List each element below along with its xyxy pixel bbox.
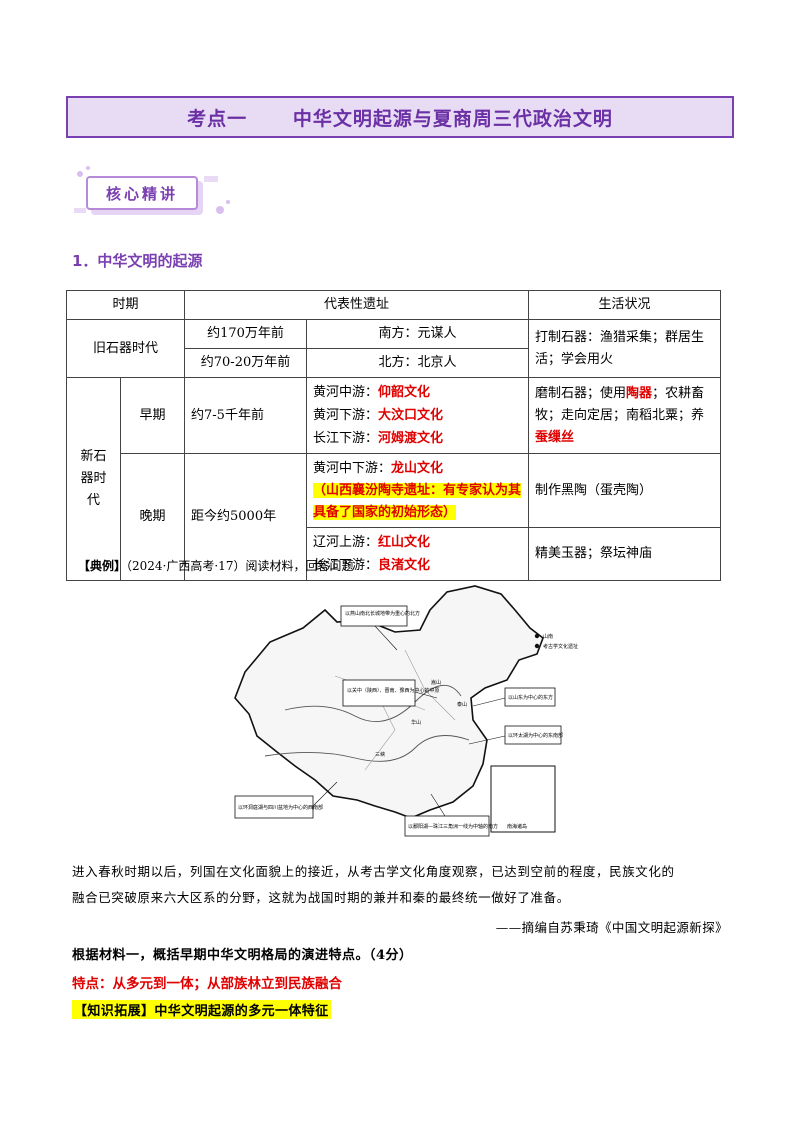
knowledge-extension: 【知识拓展】中华文明起源的多元一体特征 <box>72 1000 331 1019</box>
paleo-label: 旧石器时代 <box>65 319 186 378</box>
paleo-time1: 约170万年前 <box>184 319 308 349</box>
section-heading: 1．中华文明的起源 <box>72 252 203 270</box>
material-source: ——摘编自苏秉琦《中国文明起源新探》 <box>495 920 728 935</box>
topic-title: 考点一 中华文明起源与夏商周三代政治文明 <box>187 107 613 130</box>
map-box-southeast: 以环太湖为中心的东南部 <box>508 732 563 739</box>
header-period: 时期 <box>65 290 186 320</box>
legend-mountain: 山南 <box>543 633 553 640</box>
china-culture-map: 南海诸岛 山南 考古学文化遗址 以燕山南北长城地带为重心的北方 以关中（陕西）、… <box>234 585 578 837</box>
hemudu-culture: 河姆渡文化 <box>378 431 444 446</box>
island-label: 南海诸岛 <box>507 823 527 830</box>
header-life: 生活状况 <box>528 290 722 320</box>
river-yellow <box>284 685 462 723</box>
longshan-culture: 龙山文化 <box>391 461 444 476</box>
map-box-south: 以鄱阳湖—珠江三角洲一线为中轴的南方 <box>408 823 498 830</box>
badge-label: 核心精讲 <box>105 184 178 203</box>
badge-box: 核心精讲 <box>86 176 198 210</box>
paleo-site1: 南方：元谋人 <box>306 319 530 349</box>
yangshao-culture: 仰韶文化 <box>378 385 431 400</box>
river-yangtze <box>264 735 470 762</box>
question-text: 根据材料一，概括早期中华文明格局的演进特点。（4分） <box>72 948 413 963</box>
label-sanjiang: 三峡 <box>375 751 385 758</box>
legend-site: 考古学文化遗址 <box>543 643 578 650</box>
dawenkou-culture: 大汶口文化 <box>378 408 444 423</box>
label-songshan: 嵩山 <box>431 679 441 686</box>
neo-label: 新石器时代 <box>66 377 121 581</box>
taosi-note: （山西襄汾陶寺遗址：有专家认为其具备了国家的初始形态） <box>313 483 522 520</box>
site-line: 辽河上游：红山文化 <box>313 535 431 550</box>
table-row: 晚期 距今约5000年 黄河中下游：龙山文化 （山西襄汾陶寺遗址：有专家认为其具… <box>67 453 722 581</box>
neo-early-sites: 黄河中游：仰韶文化 黄河下游：大汶口文化 长江下游：河姆渡文化 <box>306 377 530 454</box>
neo-late-sites-b: 辽河上游：红山文化 长江下游：良渚文化 <box>306 527 530 581</box>
table-row: 辽河上游：红山文化 长江下游：良渚文化 精美玉器；祭坛神庙 <box>67 527 722 581</box>
example-text: （2024·广西高考·17）阅读材料，回答问题 <box>126 559 354 573</box>
paleo-site2: 北方：北京人 <box>306 348 530 378</box>
site-line: 长江下游：良渚文化 <box>313 558 431 573</box>
neo-late-life1: 制作黑陶（蛋壳陶） <box>528 453 722 528</box>
core-badge: 核心精讲 <box>70 162 232 220</box>
site-line: 黄河中下游：龙山文化 <box>313 461 444 476</box>
example-tag: 【典例】 <box>78 559 127 573</box>
neo-late-label: 晚期 <box>119 453 186 581</box>
map-box-east: 以山东为中心的东方 <box>508 694 553 701</box>
site-line: 黄河中游：仰韶文化 <box>313 385 431 400</box>
liangzhu-culture: 良渚文化 <box>378 558 431 573</box>
map-box-north: 以燕山南北长城地带为重心的北方 <box>345 610 420 617</box>
answer-text: 特点：从多元到一体；从部族林立到民族融合 <box>72 976 342 992</box>
map-pointer-lines <box>312 625 506 817</box>
material-line-2: 融合已突破原来六大区系的分野，这就为战国时期的兼并和秦的最终统一做好了准备。 <box>72 890 570 905</box>
origin-table: 时期 代表性遗址 生活状况 旧石器时代 约170万年前 南方：元谋人 打制石器：… <box>65 290 722 581</box>
badge-decoration <box>74 166 230 214</box>
table-row: 约70-20万年前 北方：北京人 <box>67 348 721 378</box>
topic-banner: 考点一 中华文明起源与夏商周三代政治文明 <box>66 96 734 138</box>
header-sites: 代表性遗址 <box>184 290 530 320</box>
neo-early-label: 早期 <box>119 377 186 454</box>
neo-late-time: 距今约5000年 <box>184 453 308 581</box>
map-box-central: 以关中（陕西）、晋南、豫西为中心的中原 <box>347 687 440 694</box>
label-huashan: 华山 <box>411 719 421 726</box>
neo-late-life2: 精美玉器；祭坛神庙 <box>528 527 722 581</box>
material-line-1: 进入春秋时期以后，列国在文化面貌上的接近，从考古学文化角度观察，已达到空前的程度… <box>72 864 675 879</box>
label-taishan: 泰山 <box>457 701 467 708</box>
example-line: 【典例】（2024·广西高考·17）阅读材料，回答问题 <box>78 557 353 574</box>
neo-early-life: 磨制石器；使用陶器；农耕畜牧；走向定居；南稻北粟；养蚕缫丝 <box>528 377 722 454</box>
table-row: 新石器时代 早期 约7-5千年前 黄河中游：仰韶文化 黄河下游：大汶口文化 长江… <box>66 377 722 581</box>
hongshan-culture: 红山文化 <box>378 535 431 550</box>
table-header-row: 时期 代表性遗址 生活状况 <box>65 290 722 320</box>
paleo-life: 打制石器：渔猎采集；群居生活；学会用火 <box>528 319 722 378</box>
site-line: 长江下游：河姆渡文化 <box>313 431 444 446</box>
site-line: 黄河下游：大汶口文化 <box>313 408 444 423</box>
paleo-time2: 约70-20万年前 <box>184 348 308 378</box>
map-box-southwest: 以环洞庭湖与四川盆地为中心的西南部 <box>238 804 323 811</box>
table-row: 旧石器时代 约170万年前 南方：元谋人 打制石器：渔猎采集；群居生活；学会用火 <box>65 319 722 378</box>
neo-late-sites-a: 黄河中下游：龙山文化 （山西襄汾陶寺遗址：有专家认为其具备了国家的初始形态） <box>306 453 530 528</box>
neo-early-time: 约7-5千年前 <box>184 377 308 454</box>
